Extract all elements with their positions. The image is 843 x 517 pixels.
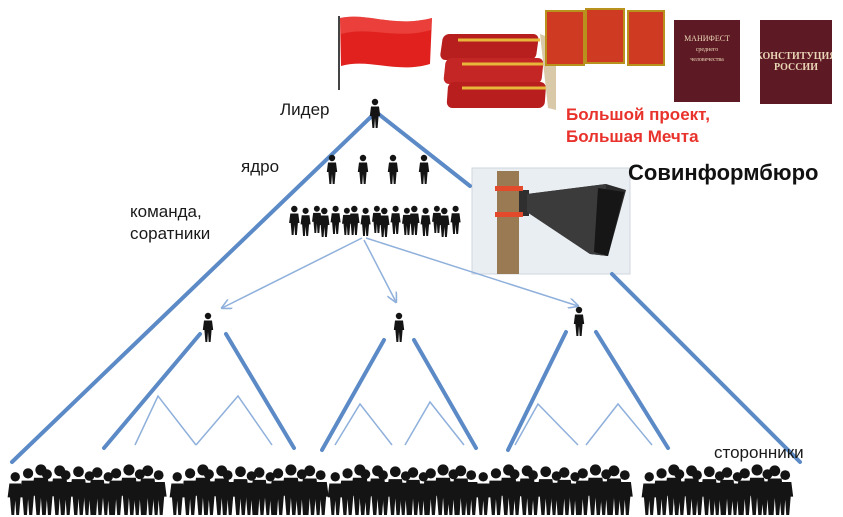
team-label-line1: команда, <box>130 202 202 221</box>
person-silhouette-icon <box>349 205 360 235</box>
red-book-icon <box>585 8 625 64</box>
leader-person-icon <box>369 98 381 128</box>
person-silhouette-icon <box>312 470 329 515</box>
red-book-icon <box>545 10 585 66</box>
manifesto-title: МАНИФЕСТ <box>684 34 730 43</box>
person-silhouette-icon <box>289 205 300 235</box>
slogan-line2: Большая Мечта <box>566 127 699 146</box>
book-stack-icon <box>440 34 556 110</box>
person-silhouette-icon <box>330 205 341 234</box>
person-silhouette-icon <box>379 207 390 237</box>
branch-leaders <box>202 306 585 342</box>
person-silhouette-icon <box>360 207 371 236</box>
loudspeaker-icon <box>471 167 631 275</box>
constitution-title-2: РОССИИ <box>774 62 818 73</box>
person-silhouette-icon <box>450 205 461 234</box>
leader-label: Лидер <box>280 100 330 119</box>
red-book-icon <box>627 10 665 66</box>
manifesto-subtitle-1: среднего <box>695 47 719 53</box>
thin-lines <box>134 237 653 446</box>
team-crowd-icon <box>289 205 461 237</box>
person-silhouette-icon <box>616 470 633 515</box>
supporters-crowd-icon <box>7 464 794 515</box>
manifesto-book: МАНИФЕСТ среднего человечества <box>674 20 740 102</box>
constitution-title-1: КОНСТИТУЦИЯ <box>760 51 832 62</box>
person-silhouette-icon <box>439 207 450 237</box>
person-silhouette-icon <box>390 205 401 234</box>
manifesto-subtitle-2: человечества <box>690 57 724 63</box>
constitution-book: КОНСТИТУЦИЯ РОССИИ <box>760 20 832 104</box>
supporters-label: сторонники <box>714 443 804 462</box>
person-silhouette-icon <box>300 207 311 236</box>
red-flag-icon <box>338 16 432 90</box>
core-people <box>326 154 430 184</box>
sovinformburo-title: Совинформбюро <box>628 160 819 185</box>
team-label: команда, соратники <box>130 201 210 245</box>
team-label-line2: соратники <box>130 224 211 243</box>
person-silhouette-icon <box>420 207 431 236</box>
slogan-line1: Большой проект, <box>566 105 710 124</box>
core-label: ядро <box>241 157 280 176</box>
hierarchy-lines <box>10 110 802 464</box>
person-silhouette-icon <box>319 207 330 237</box>
person-silhouette-icon <box>409 205 420 235</box>
person-silhouette-icon <box>150 470 167 515</box>
slogan: Большой проект, Большая Мечта <box>566 104 710 148</box>
